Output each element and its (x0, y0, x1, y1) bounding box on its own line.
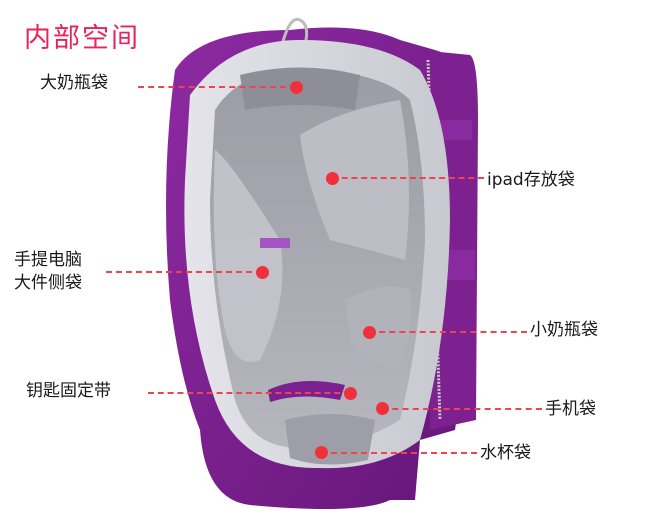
callout-key-strap-leader (148, 392, 350, 394)
callout-key-strap-label: 钥匙固定带 (26, 381, 111, 401)
callout-large-bottle-pocket-label: 大奶瓶袋 (40, 73, 108, 93)
callout-laptop-side-pocket-dot (256, 266, 269, 279)
callout-key-strap-dot (344, 387, 357, 400)
callout-laptop-side-pocket-label: 手提电脑 大件侧袋 (14, 249, 82, 295)
callout-phone-pocket-dot (376, 402, 389, 415)
callout-large-bottle-pocket-leader (138, 86, 296, 88)
callout-ipad-pocket-dot (326, 172, 339, 185)
callout-small-bottle-pocket-dot (363, 326, 376, 339)
callout-laptop-side-pocket-line2: 大件侧袋 (14, 273, 82, 293)
callout-small-bottle-pocket-leader (369, 331, 527, 333)
callout-cup-pocket-dot (315, 446, 328, 459)
callout-laptop-side-pocket-leader (106, 271, 262, 273)
callout-cup-pocket-leader (321, 452, 477, 454)
callout-ipad-pocket-leader (332, 177, 484, 179)
page-title: 内部空间 (24, 23, 140, 54)
callout-cup-pocket-label: 水杯袋 (480, 443, 531, 463)
callout-ipad-pocket-label: ipad存放袋 (487, 170, 575, 190)
callout-small-bottle-pocket-label: 小奶瓶袋 (530, 320, 598, 340)
callout-phone-pocket-label: 手机袋 (545, 399, 596, 419)
callout-laptop-side-pocket-line1: 手提电脑 (14, 250, 82, 270)
callout-large-bottle-pocket-dot (290, 81, 303, 94)
callout-phone-pocket-leader (382, 408, 542, 410)
